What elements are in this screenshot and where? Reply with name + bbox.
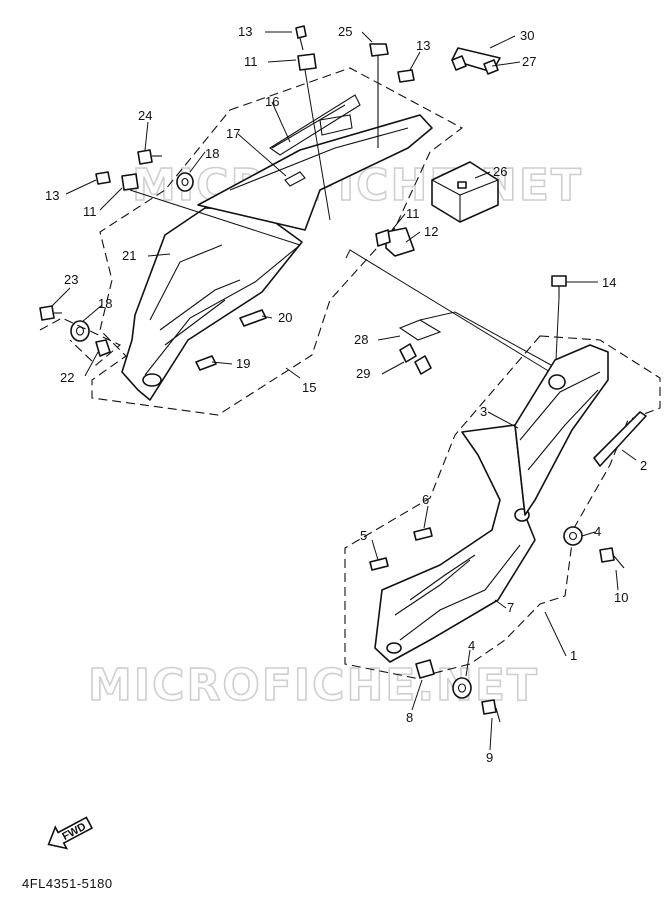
callout-23: 23 [64,272,78,287]
callout-6: 6 [422,492,429,507]
tab-19 [195,355,217,371]
callout-20: 20 [278,310,292,325]
callout-9: 9 [486,750,493,765]
screw-29b [414,355,432,375]
screw-29a [399,343,417,363]
screw-13-top [295,25,307,39]
callout-29: 29 [356,366,370,381]
callout-labels: 13 11 25 13 30 27 24 16 17 18 13 11 26 1… [45,24,647,765]
callout-28: 28 [354,332,368,347]
callout-21: 21 [122,248,136,263]
callout-18: 18 [98,296,112,311]
callout-30: 30 [520,28,534,43]
fwd-label: FWD [60,821,88,843]
callout-3: 3 [480,404,487,419]
callout-7: 7 [507,600,514,615]
clip-27 [451,55,467,71]
grommet-18-lower [70,320,90,342]
grommet-4-lower [452,677,472,699]
callout-1: 1 [570,648,577,663]
tab-17 [284,171,306,187]
callout-25: 25 [338,24,352,39]
damper-28 [398,319,442,341]
screw-10 [599,547,615,563]
callout-15: 15 [302,380,316,395]
tab-6 [413,527,433,541]
collar-22 [95,339,111,357]
screw-23 [39,305,55,321]
grommet-18-upper [176,172,194,192]
callout-4: 4 [594,524,601,539]
tab-20 [239,309,267,327]
callout-10: 10 [614,590,628,605]
callout-11: 11 [244,54,258,69]
screw-24 [137,149,153,165]
callout-17: 17 [226,126,240,141]
callout-13: 13 [45,188,59,203]
tab-5 [369,557,389,571]
callout-16: 16 [265,94,279,109]
callout-4: 4 [468,638,475,653]
stripe-16 [271,104,346,149]
callout-22: 22 [60,370,74,385]
callout-leaders [51,31,637,751]
callout-11: 11 [406,206,420,221]
callout-24: 24 [138,108,152,123]
screw-9 [481,699,497,715]
tail-rail [197,114,433,231]
side-cover-assembly [344,275,661,723]
screw-14 [551,275,567,287]
callout-19: 19 [236,356,250,371]
bracket-26 [431,161,499,223]
callout-26: 26 [493,164,507,179]
callout-11: 11 [83,204,97,219]
upper-cowling-assembly [39,25,561,416]
callout-14: 14 [602,275,616,290]
emblem-2 [593,411,647,467]
callout-12: 12 [424,224,438,239]
callout-18: 18 [205,146,219,161]
grommet-4-upper [563,526,583,546]
callout-2: 2 [640,458,647,473]
clip-11-top [297,53,317,71]
callout-13: 13 [238,24,252,39]
bracket-12 [385,227,415,257]
fwd-arrow-icon: FWD [47,816,94,850]
bolt-25 [369,43,389,57]
diagram-code: 4FL4351-5180 [22,876,113,891]
side-cover-7 [374,424,536,663]
callout-27: 27 [522,54,536,69]
collar-8 [415,659,435,679]
callout-13: 13 [416,38,430,53]
callout-5: 5 [360,528,367,543]
callout-8: 8 [406,710,413,725]
